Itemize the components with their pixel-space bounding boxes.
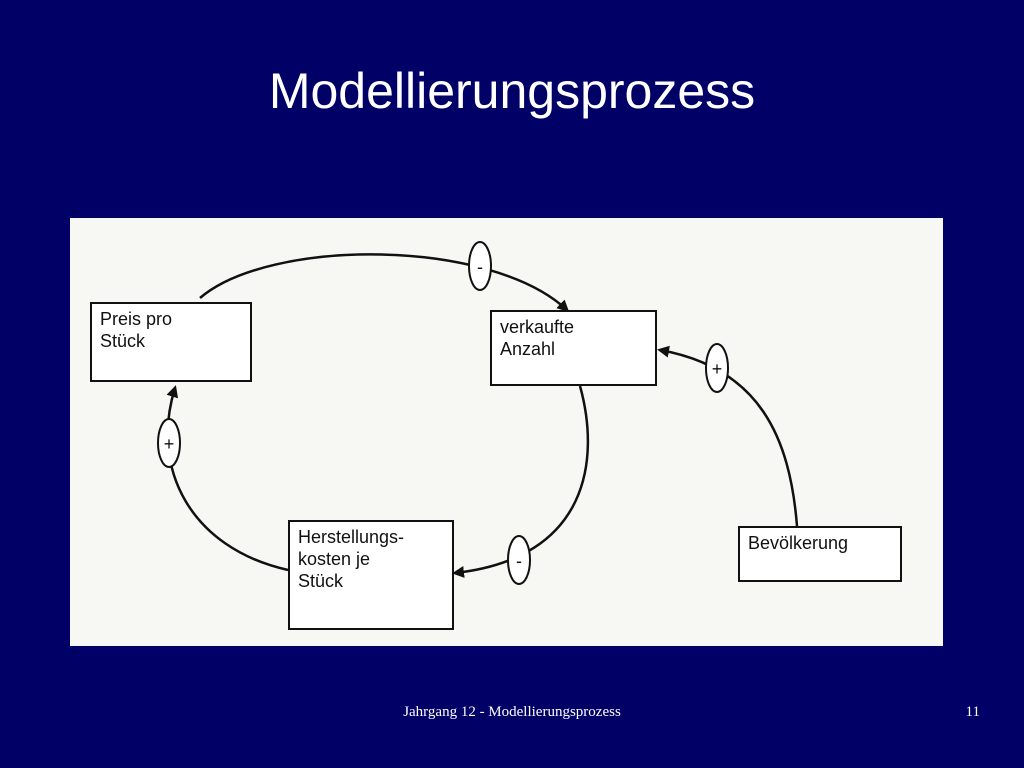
causal-loop-diagram: - + - + Preis pro Stück verkaufte Anzahl… [70,218,943,646]
arrow-preis-to-verkaufte [199,253,570,313]
svg-text:+: + [712,359,723,379]
arrow-bevoelkerung-to-verkaufte [657,345,799,527]
page-number: 11 [965,704,980,720]
svg-text:-: - [516,551,522,571]
svg-text:-: - [477,257,483,277]
sign-preis-to-verkaufte: - [468,241,492,291]
slide-title: Modellierungsprozess [268,63,756,119]
arrow-verkaufte-to-herstellung [452,385,590,578]
svg-text:+: + [164,434,175,454]
footer-text: Jahrgang 12 - Modellierungsprozess [403,704,621,720]
sign-verkaufte-to-herstellung: - [507,535,531,585]
node-herstellungskosten-je-stueck: Herstellungs- kosten je Stück [288,520,454,630]
node-preis-pro-stueck: Preis pro Stück [90,302,252,382]
sign-bevoelkerung-to-verkaufte: + [705,343,729,393]
sign-herstellung-to-preis: + [157,418,181,468]
diagram-arrows: - + - + [157,241,799,585]
arrow-herstellung-to-preis [166,385,289,572]
node-bevoelkerung: Bevölkerung [738,526,902,582]
node-verkaufte-anzahl: verkaufte Anzahl [490,310,657,386]
